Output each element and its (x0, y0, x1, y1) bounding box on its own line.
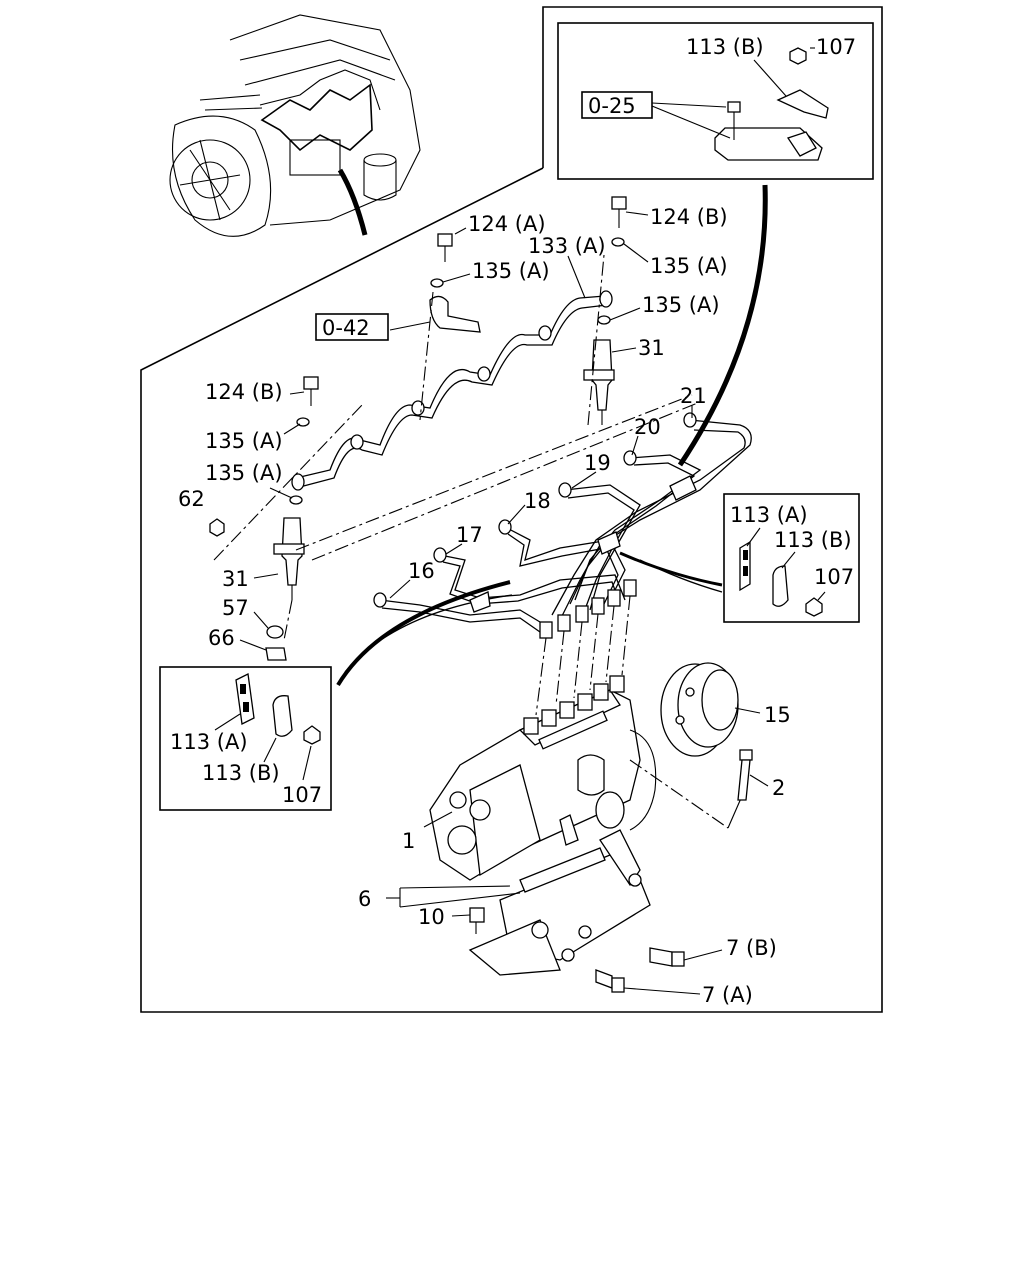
label-7B: 7 (B) (726, 936, 777, 960)
clamp-assembly-top (714, 47, 829, 161)
label-107-top: 107 (816, 35, 856, 59)
leader-lines (239, 211, 693, 828)
label-124B-top: 124 (B) (650, 205, 728, 229)
label-107-left: 107 (282, 783, 322, 807)
label-113B-top: 113 (B) (686, 35, 764, 59)
label-124A: 124 (A) (468, 212, 546, 236)
label-135A-4: 135 (A) (205, 429, 283, 453)
clamp-parts-left (235, 673, 321, 745)
ref-box-0-25 (581, 91, 653, 119)
label-135A-1: 135 (A) (472, 259, 550, 283)
label-113A-right: 113 (A) (730, 503, 808, 527)
bolt-10 (469, 907, 485, 934)
label-133A: 133 (A) (528, 234, 606, 258)
timer-unit (660, 662, 739, 757)
label-124B-left: 124 (B) (205, 380, 283, 404)
label-16: 16 (408, 559, 435, 583)
ref-box-0-42 (315, 313, 389, 341)
inset-box-right (723, 493, 860, 623)
label-135A-2: 135 (A) (650, 254, 728, 278)
label-10: 10 (418, 905, 445, 929)
label-107-right: 107 (814, 565, 854, 589)
label-135A-3: 135 (A) (642, 293, 720, 317)
label-7A: 7 (A) (702, 983, 753, 1007)
label-113B-right: 113 (B) (774, 528, 852, 552)
label-21: 21 (680, 384, 707, 408)
label-15: 15 (764, 703, 791, 727)
label-57: 57 (222, 596, 249, 620)
label-1: 1 (402, 829, 415, 853)
pump-delivery-valves (523, 675, 625, 735)
label-6: 6 (358, 887, 371, 911)
injection-pump (429, 675, 657, 881)
main-frame (140, 6, 883, 1013)
bolt-7B (649, 947, 685, 967)
injection-pipes (373, 412, 752, 639)
label-2: 2 (772, 776, 785, 800)
engine-overview-thumbnail (169, 14, 421, 237)
label-66: 66 (208, 626, 235, 650)
injector-right (583, 339, 615, 425)
label-31-left: 31 (222, 567, 249, 591)
label-17: 17 (456, 523, 483, 547)
bolt-2 (737, 749, 753, 801)
part-labels: 113 (B) 107 0-25 124 (A) 124 (B) 133 (A)… (170, 35, 856, 1007)
label-19: 19 (584, 451, 611, 475)
banjo-bolts-upper (289, 196, 627, 505)
label-20: 20 (634, 415, 661, 439)
label-135A-5: 135 (A) (205, 461, 283, 485)
label-0-25: 0-25 (588, 94, 636, 118)
inset-box-top (557, 22, 874, 180)
label-113B-left: 113 (B) (202, 761, 280, 785)
injector-left (209, 517, 305, 661)
pump-bracket (468, 829, 651, 976)
clamp-parts-right (739, 540, 823, 617)
bolt-7A (595, 969, 625, 993)
pipe-dash-lines (535, 595, 631, 716)
label-113A-left: 113 (A) (170, 730, 248, 754)
label-31-right: 31 (638, 336, 665, 360)
label-62: 62 (178, 487, 205, 511)
label-0-42: 0-42 (322, 316, 370, 340)
inset-box-left (159, 666, 332, 811)
label-18: 18 (524, 489, 551, 513)
